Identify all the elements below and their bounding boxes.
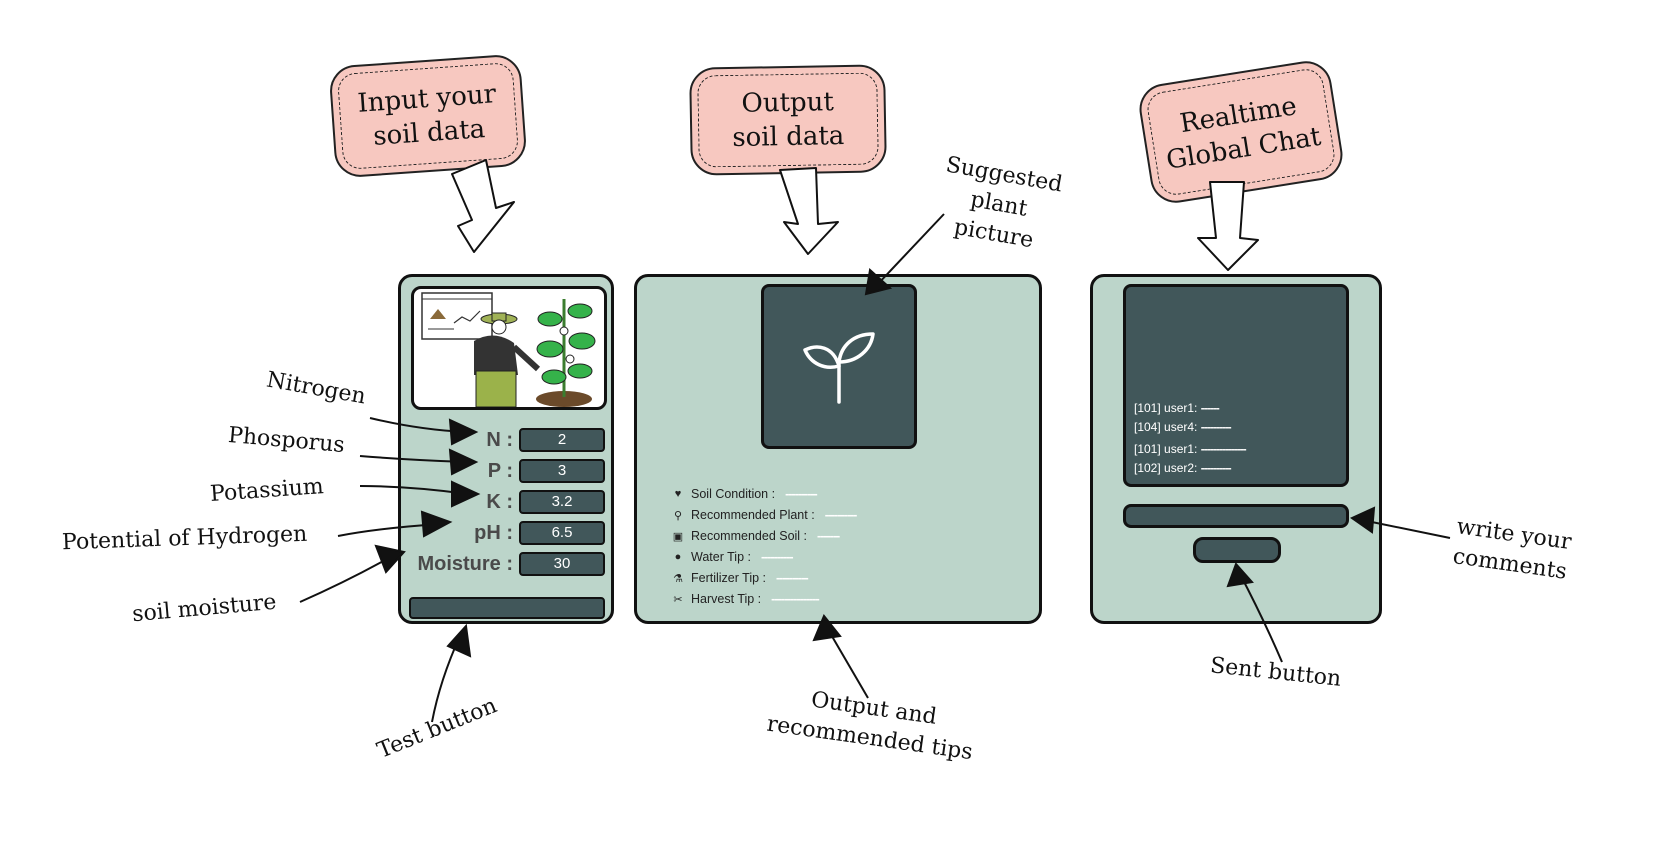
bubble-output-text: Output soil data [732, 87, 845, 153]
ph-label: pH : [474, 522, 513, 544]
test-button[interactable] [409, 597, 605, 619]
chat-user: [102] user2: [1134, 461, 1198, 475]
n-label: N : [486, 429, 513, 451]
bubble-input-soil-data: Input your soil data [328, 53, 528, 179]
tip-harvest: ✂ Harvest Tip : --------------- [671, 592, 819, 606]
p-input[interactable]: 3 [519, 459, 605, 483]
annotation-hydrogen: Potential of Hydrogen [61, 521, 308, 556]
suggested-plant-picture [761, 284, 917, 449]
sent-button[interactable] [1193, 537, 1281, 563]
soil-icon: ▣ [672, 530, 684, 543]
n-input[interactable]: 2 [519, 428, 605, 452]
annotation-write-comments: write your comments [1451, 514, 1573, 585]
fertilizer-icon: ⚗ [673, 572, 683, 585]
tip-label: Fertilizer Tip : [691, 571, 767, 585]
harvest-icon: ✂ [673, 593, 683, 606]
chat-user: [101] user1: [1134, 401, 1198, 415]
heart-icon: ♥ [674, 488, 682, 500]
ph-input[interactable]: 6.5 [519, 521, 605, 545]
chat-message: [101] user1: ------ [1134, 401, 1220, 415]
bubble-realtime-chat: Realtime Global Chat [1135, 57, 1347, 207]
chat-user: [101] user1: [1134, 442, 1198, 456]
chat-user: [104] user4: [1134, 420, 1198, 434]
output-panel: ♥ Soil Condition : ---------- ⚲ Recommen… [634, 274, 1042, 624]
annotation-phosporus: Phosporus [227, 422, 346, 459]
annotation-suggested-picture: Suggested plant picture [944, 152, 1065, 254]
tip-value: ---------- [824, 508, 858, 522]
annotation-output-tips: Output and recommended tips [765, 687, 975, 766]
tip-water: ● Water Tip : ---------- [671, 550, 794, 564]
annotation-potassium: Potassium [209, 474, 325, 507]
annotation-test-button: Test button [373, 693, 501, 764]
chat-message: [101] user1: --------------- [1134, 442, 1247, 456]
comment-input[interactable] [1123, 504, 1349, 528]
annotation-nitrogen: Nitrogen [264, 367, 368, 410]
bubble-input-text: Input your soil data [356, 79, 498, 152]
annotation-soil-moisture: soil moisture [131, 589, 278, 628]
tip-recommended-soil: ▣ Recommended Soil : ------- [671, 529, 840, 543]
sprout-icon [803, 332, 875, 404]
bubble-chat-text: Realtime Global Chat [1164, 91, 1324, 176]
tip-label: Harvest Tip : [691, 592, 762, 606]
lightbulb-icon: ⚲ [673, 509, 683, 522]
chat-text: ------ [1200, 401, 1220, 415]
chat-text: ---------- [1200, 420, 1232, 434]
k-input[interactable]: 3.2 [519, 490, 605, 514]
moisture-input[interactable]: 30 [519, 552, 605, 576]
bubble-output-soil-data: Output soil data [689, 64, 887, 176]
tip-fertilizer: ⚗ Fertilizer Tip : ---------- [671, 571, 809, 585]
moisture-label: Moisture : [417, 553, 513, 575]
tip-value: ---------- [776, 571, 809, 585]
tip-value: ---------- [785, 487, 818, 501]
tip-recommended-plant: ⚲ Recommended Plant : ---------- [671, 508, 858, 522]
chat-message: [102] user2: ---------- [1134, 461, 1232, 475]
tip-label: Recommended Plant : [691, 508, 815, 522]
farmer-illustration [411, 286, 607, 410]
p-label: P : [487, 460, 513, 482]
tip-soil-condition: ♥ Soil Condition : ---------- [671, 487, 818, 501]
tip-value: --------------- [771, 592, 819, 606]
chat-text: --------------- [1200, 442, 1247, 456]
tip-label: Water Tip : [691, 550, 751, 564]
tip-label: Soil Condition : [691, 487, 776, 501]
chat-text: ---------- [1200, 461, 1232, 475]
input-panel: N : 2 P : 3 K : 3.2 pH : 6.5 Moisture : … [398, 274, 614, 624]
tip-label: Recommended Soil : [691, 529, 808, 543]
chat-messages: [101] user1: ------ [104] user4: -------… [1123, 284, 1349, 487]
chat-message: [104] user4: ---------- [1134, 420, 1232, 434]
tip-value: ------- [817, 529, 840, 543]
chat-panel: [101] user1: ------ [104] user4: -------… [1090, 274, 1382, 624]
water-drop-icon: ● [674, 551, 682, 563]
tip-value: ---------- [760, 550, 794, 564]
k-label: K : [486, 491, 513, 513]
annotation-sent-button: Sent button [1209, 653, 1343, 692]
